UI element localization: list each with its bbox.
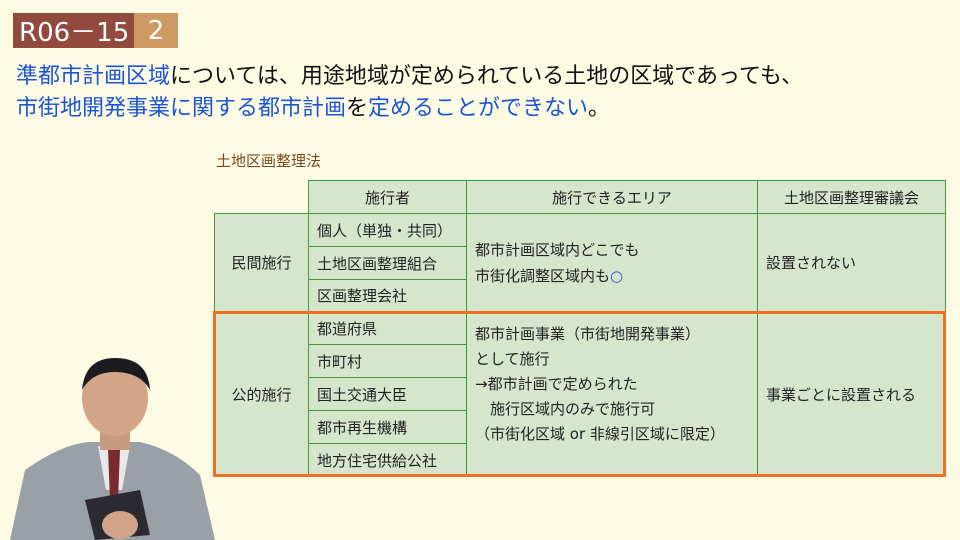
statement-text: を [346, 96, 369, 121]
public-actor: 地方住宅供給公社 [308, 443, 467, 477]
private-area-line: 市街化調整区域内も [475, 266, 611, 285]
public-area-line: 施行区域内のみで施行可 [475, 399, 656, 418]
public-area-line: →都市計画で定められた [475, 374, 638, 393]
private-actor: 個人（単独・共同） [308, 213, 467, 247]
statement-line-2: 市街地開発事業に関する都市計画を定めることができない。 [16, 90, 610, 122]
table-caption: 土地区画整理法 [216, 152, 322, 170]
statement-text: 。 [588, 96, 611, 121]
statement-text: については、用途地域が定められている土地の区域であっても、 [170, 64, 804, 89]
public-area-line: として施行 [475, 349, 550, 368]
presenter-video [10, 358, 215, 540]
private-council: 設置されない [757, 213, 946, 312]
public-actor: 市町村 [308, 344, 467, 378]
statement-highlight: 定めることができない [368, 96, 589, 121]
public-actor: 都道府県 [308, 311, 467, 345]
private-area: 都市計画区域内どこでも 市街化調整区域内も○ [466, 213, 758, 312]
public-area: 都市計画事業（市街地開発事業） として施行 →都市計画で定められた 施行区域内の… [466, 311, 758, 477]
header-council: 土地区画整理審議会 [757, 180, 946, 214]
public-actor: 都市再生機構 [308, 410, 467, 444]
question-id-badge: R06－15 [13, 13, 134, 48]
private-label: 民間施行 [214, 213, 309, 312]
statement-highlight: 準都市計画区域 [16, 64, 171, 89]
public-council: 事業ごとに設置される [757, 311, 946, 477]
statement-highlight: 市街地開発事業に関する都市計画 [16, 96, 347, 121]
allowed-circle-icon: ○ [610, 266, 624, 285]
header-actor: 施行者 [308, 180, 467, 214]
private-actor: 区画整理会社 [308, 279, 467, 312]
private-area-line: 都市計画区域内どこでも [475, 240, 640, 259]
header-area: 施行できるエリア [466, 180, 758, 214]
public-label: 公的施行 [214, 311, 309, 477]
public-area-line: 都市計画事業（市街地開発事業） [475, 324, 701, 343]
public-actor: 国土交通大臣 [308, 377, 467, 411]
question-number-badge: 2 [134, 13, 178, 48]
statement-line-1: 準都市計画区域については、用途地域が定められている土地の区域であっても、 [16, 58, 803, 90]
public-area-line: （市街化区域 or 非線引区域に限定） [475, 424, 725, 443]
private-actor: 土地区画整理組合 [308, 246, 467, 280]
